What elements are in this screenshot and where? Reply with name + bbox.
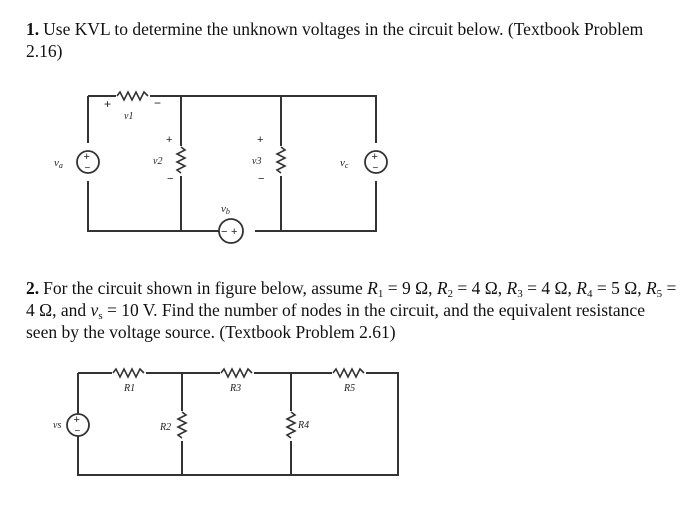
r4-label: R4 <box>297 420 309 431</box>
v1-resistor <box>116 90 149 102</box>
va-plus-sign: + <box>84 151 90 163</box>
v1-label: v1 <box>124 111 133 122</box>
vb-source <box>218 218 244 244</box>
problem-2-text: For the circuit shown in figure below, a… <box>43 278 368 298</box>
va-minus-sign: − <box>85 163 91 174</box>
vc-label: vc <box>340 157 349 170</box>
vb-minus-sign: − <box>221 226 227 238</box>
r2-resistor <box>176 411 188 439</box>
v2-plus-sign: + <box>166 134 172 146</box>
vc-minus-sign: − <box>373 163 379 174</box>
vc-source <box>364 150 388 174</box>
circuit-1-diagram: + − va + − v1 + − v2 + − v3 + − vc − + v… <box>54 88 388 244</box>
vs-minus-sign: − <box>75 426 81 437</box>
r2-label: R2 <box>159 422 171 433</box>
circuit-2-diagram: R1 R3 R5 R2 R4 + − vs <box>53 365 399 476</box>
v3-resistor <box>275 146 287 174</box>
r1-resistor <box>112 367 145 379</box>
circuit-1-wire <box>87 95 377 232</box>
v3-label: v3 <box>252 156 261 167</box>
r3-resistor <box>220 367 253 379</box>
r5-resistor <box>332 367 365 379</box>
v3-plus-sign: + <box>257 134 263 146</box>
r4-resistor <box>285 411 297 439</box>
r1-label: R1 <box>123 383 135 394</box>
problem-1-text: Use KVL to determine the unknown voltage… <box>26 19 644 61</box>
problem-2-number: 2. <box>26 278 40 298</box>
vs-source <box>66 413 90 437</box>
r5-label: R5 <box>343 383 355 394</box>
va-source <box>76 150 100 174</box>
vc-plus-sign: + <box>372 151 378 163</box>
vs-label: vs <box>53 420 61 431</box>
va-label: va <box>54 157 63 170</box>
v2-minus-sign: − <box>167 173 173 185</box>
v2-label: v2 <box>153 156 162 167</box>
circuit-1-wire <box>180 96 282 231</box>
vb-label: vb <box>221 203 230 216</box>
v2-resistor <box>175 146 187 174</box>
v3-minus-sign: − <box>258 173 264 185</box>
r3-label: R3 <box>229 383 241 394</box>
problem-1-statement: 1.Use KVL to determine the unknown volta… <box>26 18 680 62</box>
vs-plus-sign: + <box>74 414 80 426</box>
v1-minus-sign: − <box>154 96 161 110</box>
problem-1-number: 1. <box>26 19 40 39</box>
v1-plus-sign: + <box>104 97 111 111</box>
problem-2-statement: 2.For the circuit shown in figure below,… <box>26 278 677 342</box>
vb-plus-sign: + <box>231 226 237 238</box>
